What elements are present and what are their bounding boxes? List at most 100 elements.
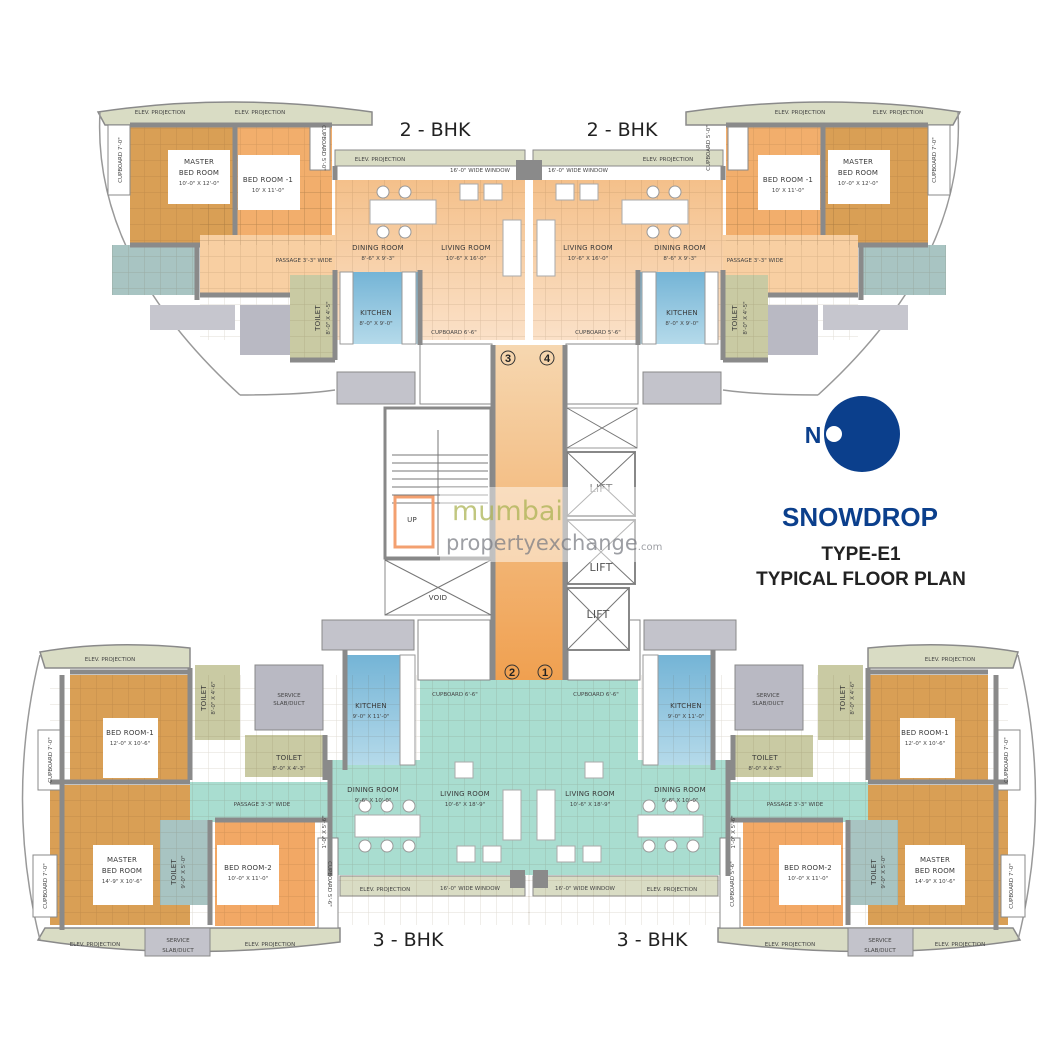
watermark: mumbai propertyexchange.com (440, 487, 675, 562)
unit-top-left-shapes (98, 102, 529, 404)
room-label: SLAB/DUCT (273, 701, 305, 707)
room-label: 16'-0" WIDE WINDOW (440, 886, 501, 892)
room-label: SERVICE (277, 693, 301, 699)
room-label: ELEV. PROJECTION (775, 110, 825, 116)
watermark-line1: mumbai (452, 496, 563, 527)
unit-top-right-labels: 2 - BHK ELEV. PROJECTION ELEV. PROJECTIO… (548, 110, 938, 336)
room-label: BED ROOM (179, 169, 219, 177)
watermark-line2-text: propertyexchange (446, 531, 638, 555)
unit-type-label: 2 - BHK (587, 119, 658, 141)
room-label: TOILET (731, 305, 739, 332)
room-label: 10'-0" X 12'-0" (179, 181, 219, 187)
room-label: TOILET (751, 754, 778, 762)
unit-bottom-left-labels: 3 - BHK ELEV. PROJECTION ELEV. PROJECTIO… (43, 657, 501, 954)
room-label: CUPBOARD 6'-6" (432, 692, 478, 698)
room-label: 8'-0" X 4'-3" (272, 766, 305, 772)
room-label: KITCHEN (670, 702, 702, 710)
room-label: TOILET (870, 859, 878, 886)
room-label: LIFT (589, 561, 612, 574)
room-label: DINING ROOM (654, 244, 706, 252)
flat-number-2: 2 (504, 664, 520, 680)
room-label: BED ROOM (915, 867, 955, 875)
room-label: PASSAGE 3'-3" WIDE (767, 802, 824, 808)
room-label: 4 (544, 353, 551, 365)
room-label: 10'-0" X 11'-0" (228, 876, 268, 882)
room-label: 12'-0" X 10'-6" (905, 741, 945, 747)
room-label: 12'-0" X 10'-6" (110, 741, 150, 747)
unit-type-label: 2 - BHK (400, 119, 471, 141)
room-label: 16'-0" WIDE WINDOW (555, 886, 616, 892)
room-label: BED ROOM (102, 867, 142, 875)
room-label: 8'-0" X 4'-3" (748, 766, 781, 772)
room-label: ELEV. PROJECTION (873, 110, 923, 116)
watermark-line2: propertyexchange.com (446, 531, 662, 555)
flat-number-3: 3 (500, 350, 516, 366)
room-label: 10'-0" X 11'-0" (788, 876, 828, 882)
room-label: PASSAGE 3'-3" WIDE (276, 258, 333, 264)
room-label: BED ROOM -1 (243, 176, 293, 184)
room-label: CUPBOARD 7'-0" (1009, 863, 1015, 909)
unit-type-label: 3 - BHK (617, 929, 688, 951)
stair-treads (392, 430, 488, 555)
room-label: BED ROOM -1 (763, 176, 813, 184)
unit-top-left-labels: 2 - BHK ELEV. PROJECTION ELEV. PROJECTIO… (118, 110, 511, 336)
unit-top-right-shapes (529, 102, 960, 404)
room-label: SERVICE (166, 938, 190, 944)
room-label: MASTER (107, 856, 137, 864)
room-label: CUPBOARD 5'-0" (706, 125, 712, 171)
room-label: SERVICE (756, 693, 780, 699)
plan-subtitle: TYPICAL FLOOR PLAN (756, 569, 966, 590)
flat-number-1: 1 (537, 664, 553, 680)
room-label: 3 (505, 353, 511, 365)
room-label: 10'-6" X 16'-0" (446, 256, 486, 262)
room-label: CUPBOARD 6'-6" (573, 692, 619, 698)
room-label: ELEV. PROJECTION (643, 157, 693, 163)
room-label: 10'-6" X 18'-9" (445, 802, 485, 808)
room-label: 14'-9" X 10'-6" (915, 879, 955, 885)
unit-bottom-right-shapes (528, 620, 1036, 956)
room-label: TOILET (839, 685, 847, 712)
lift-3: LIFT (566, 587, 630, 651)
stair-up-label: UP (407, 516, 417, 524)
north-compass-icon: N (805, 396, 900, 472)
room-label: 10' X 11'-0" (772, 188, 804, 194)
room-label: ELEV. PROJECTION (70, 942, 120, 948)
unit-bottom-right-labels: 3 - BHK ELEV. PROJECTION ELEV. PROJECTIO… (555, 657, 1015, 954)
room-label: 10'-6" X 18'-9" (570, 802, 610, 808)
room-label: LIFT (586, 608, 609, 621)
room-label: LIVING ROOM (441, 244, 491, 252)
room-label: 10' X 11'-0" (252, 188, 284, 194)
room-label: 8'-0" X 4'-5" (743, 301, 749, 334)
room-label: CUPBOARD 6'-6" (431, 330, 477, 336)
room-label: 16'-0" WIDE WINDOW (450, 168, 511, 174)
core: UP VOID LIFT LIFT LIFT 3 4 2 1 (383, 345, 638, 680)
room-label: TOILET (275, 754, 302, 762)
watermark-suffix: .com (638, 542, 663, 553)
room-label: MASTER (920, 856, 950, 864)
room-label: 1'-0" X 5'-6" (731, 815, 737, 848)
plan-type: TYPE-E1 (821, 544, 901, 565)
unit-type-label: 3 - BHK (373, 929, 444, 951)
room-label: 9'-0" X 11'-0" (353, 714, 390, 720)
room-label: CUPBOARD 7'-0" (932, 137, 938, 183)
room-label: TOILET (314, 305, 322, 332)
room-label: 9'-6" X 10'-0" (355, 798, 392, 804)
lobby (493, 345, 565, 680)
room-label: 8'-0" X 9'-0" (359, 321, 392, 327)
room-label: 9'-0" X 5'-0" (181, 855, 187, 888)
room-label: BED ROOM (838, 169, 878, 177)
room-label: KITCHEN (355, 702, 387, 710)
room-label: BED ROOM-2 (224, 864, 272, 872)
room-label: DINING ROOM (352, 244, 404, 252)
room-label: CUPBOARD 7'-0" (43, 863, 49, 909)
room-label: 9'-0" X 11'-0" (668, 714, 705, 720)
north-label: N (805, 422, 822, 448)
room-label: ELEV. PROJECTION (647, 887, 697, 893)
room-label: DINING ROOM (347, 786, 399, 794)
room-label: TOILET (200, 685, 208, 712)
room-label: 8'-0" X 4'-5" (326, 301, 332, 334)
room-label: BED ROOM-1 (901, 729, 949, 737)
room-label: PASSAGE 3'-3" WIDE (234, 802, 291, 808)
room-label: DINING ROOM (654, 786, 706, 794)
room-label: 10'-6" X 16'-0" (568, 256, 608, 262)
